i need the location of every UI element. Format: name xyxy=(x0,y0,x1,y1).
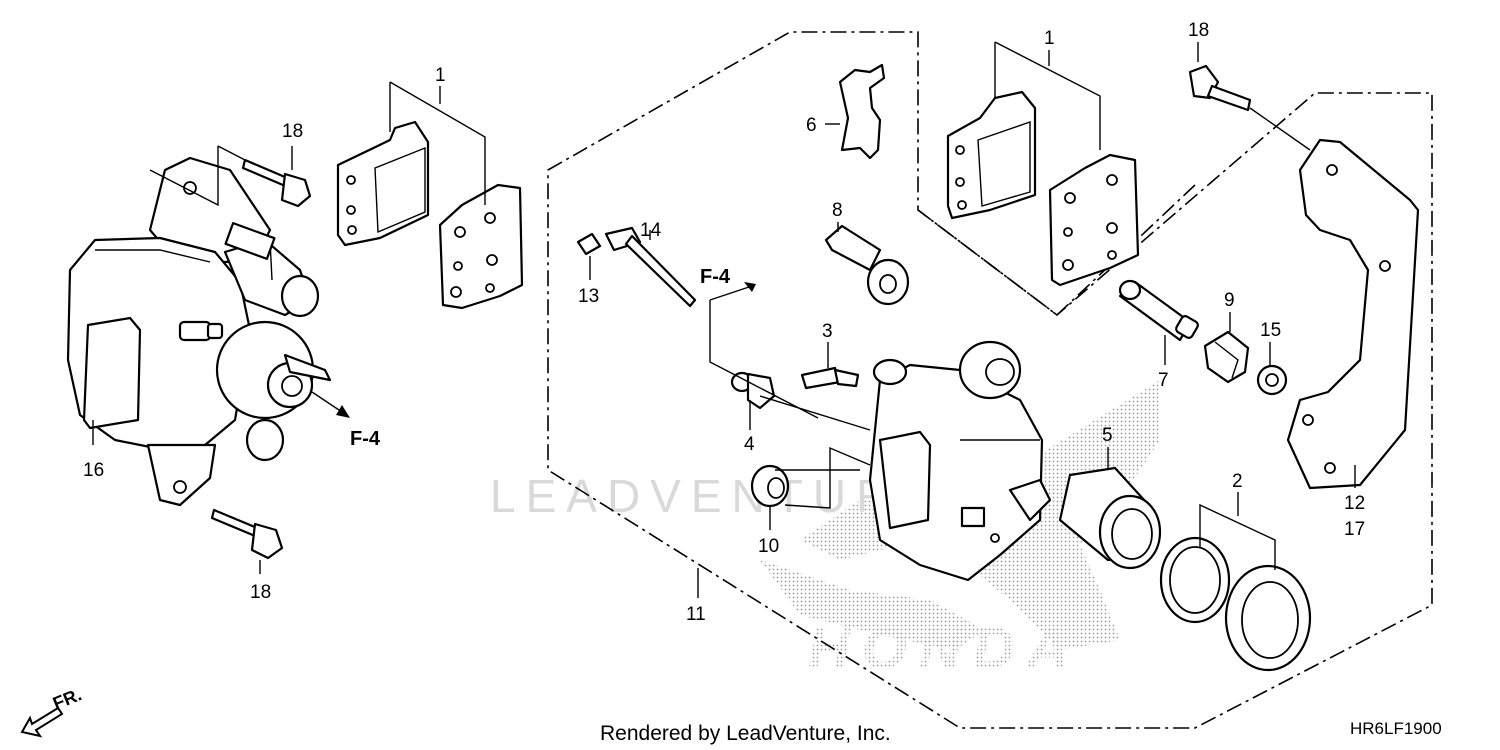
reference-center: F-4 xyxy=(700,266,731,288)
bleed-valve xyxy=(800,366,860,390)
callout-piston: 5 xyxy=(1102,425,1113,446)
leader-lines xyxy=(92,41,1356,598)
footer-credit: Rendered by LeadVenture, Inc. xyxy=(600,722,891,745)
reference-arrow-line xyxy=(709,284,819,419)
boot-cap xyxy=(576,232,602,256)
callout-bleed-cap: 4 xyxy=(744,434,755,455)
upper-slide-pin xyxy=(824,224,910,306)
right-bolt xyxy=(1188,64,1252,112)
lower-slide-pin xyxy=(1118,279,1199,342)
pad-pin xyxy=(604,226,697,308)
arrow-icon xyxy=(336,405,350,418)
callout-labels: 1 18 16 18 1 18 6 8 14 13 3 4 10 11 5 7 … xyxy=(83,20,1365,625)
callout-pad-pin: 14 xyxy=(640,220,662,241)
callout-seal-set: 2 xyxy=(1232,471,1243,492)
center-caliper-body xyxy=(868,340,1052,582)
left-bolt-top xyxy=(241,158,312,208)
diagram-code: HR6LF1900 xyxy=(1350,719,1442,738)
callout-bolt-left-top: 18 xyxy=(282,121,303,142)
left-caliper xyxy=(66,156,332,507)
callout-bolt-right: 18 xyxy=(1188,20,1209,41)
left-bolt-bottom xyxy=(210,508,284,560)
callout-pads-right: 1 xyxy=(1044,28,1055,49)
piston-seal-set xyxy=(1159,536,1312,672)
arrow-icon xyxy=(744,282,756,292)
left-brake-pads xyxy=(336,120,524,310)
reference-left: F-4 xyxy=(350,428,381,450)
callout-boot: 9 xyxy=(1224,290,1235,311)
brand-watermark: HONDA xyxy=(808,616,1081,681)
bleed-cap xyxy=(730,371,776,410)
callout-bolt-left-bottom: 18 xyxy=(250,582,271,603)
callout-slide-pin-upper: 8 xyxy=(832,200,843,221)
ring-washer xyxy=(1256,364,1288,396)
callout-bracket-a: 12 xyxy=(1344,493,1365,514)
callout-caliper-assembly: 11 xyxy=(686,604,706,625)
callout-bracket-b: 17 xyxy=(1344,519,1365,540)
slide-pin-boot xyxy=(750,464,790,508)
pad-set-outline-right xyxy=(917,184,1196,317)
callout-pads-left: 1 xyxy=(435,65,446,86)
caliper-piston xyxy=(1058,466,1162,570)
front-direction-label: FR. xyxy=(50,684,84,713)
callout-bleed-valve: 3 xyxy=(822,321,833,342)
caliper-bracket xyxy=(1286,138,1420,490)
pad-spring-clip xyxy=(838,63,886,160)
pin-boot xyxy=(1203,330,1250,384)
front-direction-indicator: FR. xyxy=(20,684,84,738)
callout-caliper-left: 16 xyxy=(83,460,104,481)
callout-slide-pin-lower: 7 xyxy=(1158,370,1169,391)
callout-slide-pin-boot: 10 xyxy=(758,536,779,557)
callout-boot-cap: 13 xyxy=(578,286,599,307)
callout-clip: 6 xyxy=(806,115,817,136)
right-brake-pads xyxy=(946,90,1140,287)
callout-ring: 15 xyxy=(1260,320,1281,341)
caliper-assembly-outline xyxy=(547,31,1433,729)
